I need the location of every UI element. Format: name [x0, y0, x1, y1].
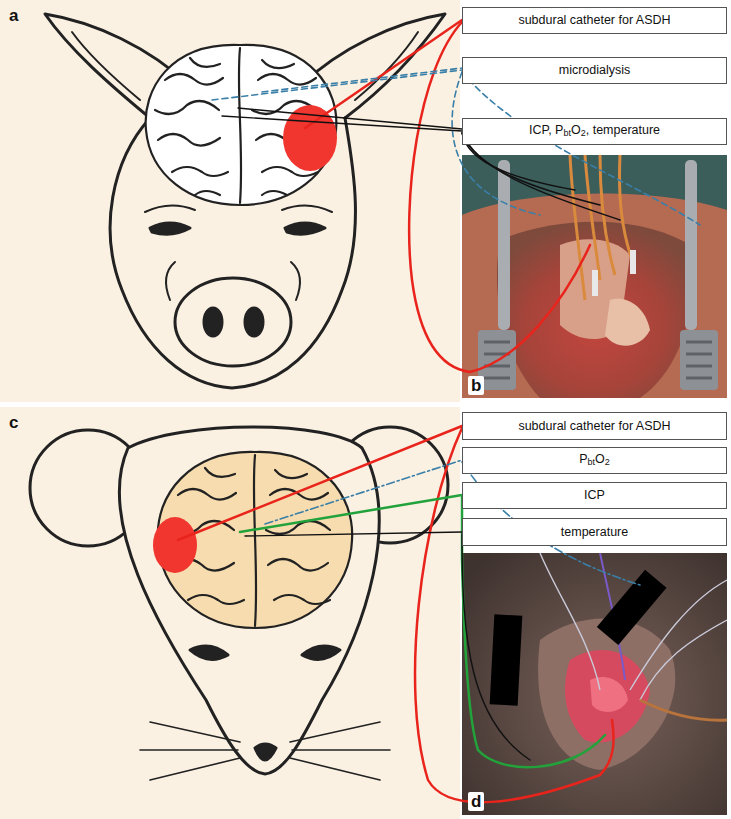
panel-ground	[0, 0, 460, 402]
surgical-photo	[462, 155, 727, 398]
box-text: subdural catheter for ASDH	[518, 13, 670, 28]
panel-letter: b	[468, 376, 484, 395]
rat-head	[30, 427, 448, 780]
box-text: PbtO2	[579, 452, 610, 468]
subscript: bt	[563, 129, 571, 139]
box-text: ICP	[584, 488, 605, 503]
panel-letter: a	[6, 6, 21, 25]
box-text: subdural catheter for ASDH	[518, 419, 670, 434]
panel-letter: c	[6, 413, 21, 432]
label-box: temperature	[462, 518, 727, 546]
panel-letter: d	[468, 792, 484, 811]
label-box: microdialysis	[462, 57, 727, 84]
subscript: 2	[581, 129, 586, 139]
box-text: ICP, PbtO2, temperature	[529, 123, 660, 139]
label-box: PbtO2	[462, 447, 727, 474]
label-box: subdural catheter for ASDH	[462, 412, 727, 440]
label-box: ICP	[462, 482, 727, 509]
pig-head	[45, 14, 445, 388]
label-box: subdural catheter for ASDH	[462, 7, 727, 34]
hematoma	[153, 517, 197, 573]
subscript: 2	[605, 458, 610, 468]
panel-ground	[0, 407, 460, 819]
box-text: microdialysis	[559, 63, 631, 78]
label-box: ICP, PbtO2, temperature	[462, 118, 727, 145]
box-text: temperature	[561, 525, 628, 540]
leader-lines	[212, 20, 700, 372]
surgical-photo	[462, 553, 727, 815]
subscript: bt	[588, 458, 596, 468]
